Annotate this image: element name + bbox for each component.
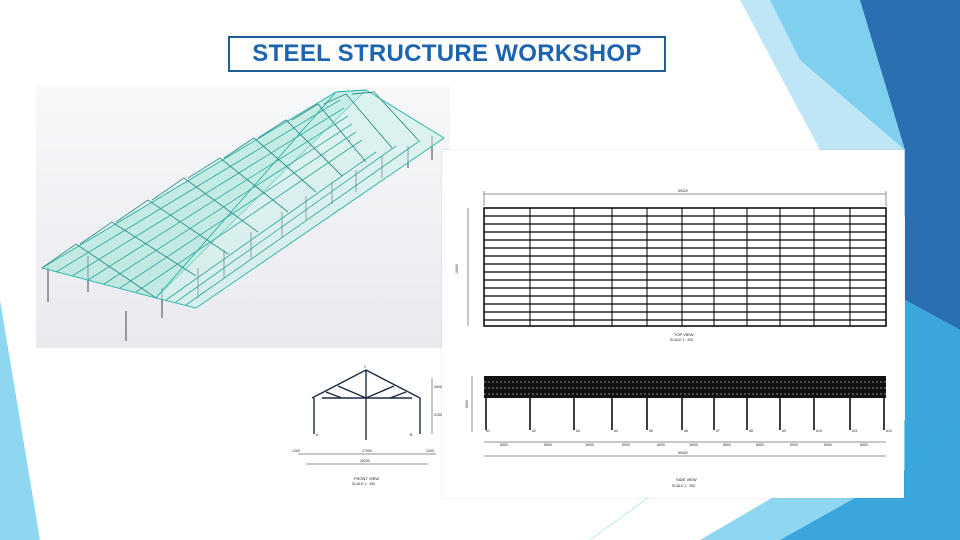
front-rise: 4000 [434, 385, 442, 389]
span-dim: 5500 [544, 443, 552, 447]
span-dim: 6000 [860, 443, 868, 447]
front-left-overhang: 1200 [292, 449, 300, 453]
side-view-caption: SIDE VIEW [676, 477, 697, 482]
front-right-overhang: 1200 [426, 449, 434, 453]
span-dim: 6000 [790, 443, 798, 447]
front-scale: SCALE 1 : 200 [352, 482, 375, 486]
3d-render-icon [40, 89, 445, 341]
front-caption: FRONT VIEW [354, 476, 379, 481]
front-overall: 20200 [360, 459, 370, 463]
drawing-sheet: 69420 19600 [442, 150, 904, 498]
span-dim: 5500 [500, 443, 508, 447]
front-eave: 2150 [434, 413, 442, 417]
side-view-overall-dim: 69420 [678, 451, 688, 455]
span-dim: 6000 [756, 443, 764, 447]
grid-label: #7 [716, 429, 720, 433]
top-view-caption: TOP VIEW [674, 332, 694, 337]
grid-label: #6 [684, 429, 688, 433]
top-view-overall-dim: 69420 [678, 189, 688, 193]
span-dim: 6000 [690, 443, 698, 447]
grid-label: #4 [614, 429, 618, 433]
grid-label: #3 [576, 429, 580, 433]
grid-label: #8 [749, 429, 753, 433]
cad-drawing: 69420 19600 [455, 189, 892, 488]
front-axis-c: C [364, 365, 367, 369]
grid-label: #11 [852, 429, 858, 433]
front-axis-a: A [316, 433, 319, 437]
grid-label: #1 [486, 429, 490, 433]
front-axis-b: B [410, 433, 413, 437]
page-title: STEEL STRUCTURE WORKSHOP [252, 40, 642, 67]
top-view-width-dim: 19600 [455, 264, 459, 274]
title-box: STEEL STRUCTURE WORKSHOP [228, 36, 666, 72]
span-dim: 6000 [824, 443, 832, 447]
span-dim: 6000 [657, 443, 665, 447]
grid-label: #10 [816, 429, 822, 433]
side-view-scale: SCALE 1 : 200 [672, 484, 695, 488]
grid-label: #9 [782, 429, 786, 433]
side-view: 6000 [465, 376, 892, 488]
top-view: 69420 19600 [455, 189, 887, 342]
front-span: 17000 [362, 449, 372, 453]
grid-label: #5 [649, 429, 653, 433]
side-view-height-dim: 6000 [465, 400, 469, 408]
span-dim: 6000 [586, 443, 594, 447]
grid-label: #2 [532, 429, 536, 433]
span-dim: 6000 [622, 443, 630, 447]
3d-render-image [36, 86, 450, 348]
grid-label: #12 [886, 429, 892, 433]
span-dim: 5500 [723, 443, 731, 447]
top-view-scale: SCALE 1 : 200 [670, 338, 693, 342]
front-view-drawing: 1200 17000 1200 20200 4000 2150 C A B FR… [292, 365, 442, 486]
